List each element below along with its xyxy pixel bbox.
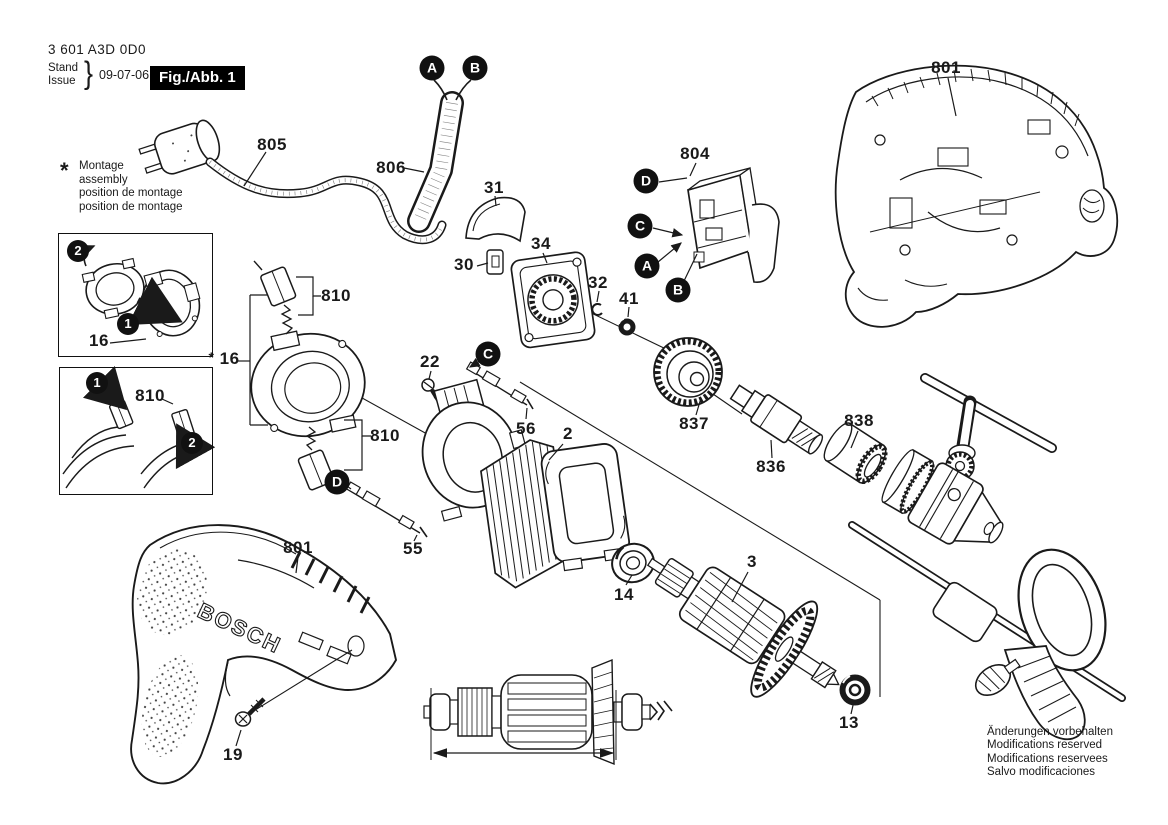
part-label-805-cord: 805	[257, 135, 287, 154]
housing-bottom-drawing: BOSCH	[130, 524, 398, 785]
power-cord-drawing	[138, 119, 447, 245]
montage-note-line: position de montage	[79, 200, 183, 213]
issue-label: Issue	[48, 75, 76, 87]
grommet-41-drawing	[618, 306, 636, 336]
step-2-inset2: 2	[181, 432, 203, 454]
part-label-801-housing-bottom: 801	[283, 538, 313, 557]
part-label-806-sleeve: 806	[376, 158, 406, 177]
switch-804-drawing	[652, 162, 780, 284]
modifications-line-en: Modifications reserved	[987, 739, 1103, 752]
housing-top-drawing	[834, 64, 1118, 328]
gear-837-drawing	[653, 337, 723, 416]
part-label-41-grommet: 41	[619, 289, 639, 308]
part-label-801-housing-top: 801	[931, 58, 961, 77]
wire-55-drawing	[345, 481, 428, 542]
callout-a-cord: A	[419, 55, 445, 81]
chuck-drawing	[881, 448, 1004, 545]
figure-label: Fig./Abb. 1	[150, 66, 245, 90]
montage-note-line: Montage	[79, 160, 124, 172]
modifications-line-es: Salvo modificaciones	[987, 766, 1096, 779]
ring-32-drawing	[591, 290, 603, 316]
issue-date: 09-07-06	[99, 68, 150, 82]
chuck-key-drawing	[920, 373, 1057, 513]
aux-handle-drawing	[932, 548, 1107, 741]
cord-sleeve-drawing	[403, 79, 472, 233]
inset-box-brush-steps	[59, 367, 213, 495]
star-16-number: 16	[219, 349, 240, 368]
bearing-plate-34-drawing	[510, 251, 596, 349]
montage-note: Montage assembly position de montage pos…	[79, 160, 183, 214]
cap-31-drawing	[465, 195, 526, 275]
spindle-836-drawing	[729, 384, 824, 459]
screw-19-drawing	[234, 697, 266, 747]
part-label-837-gear: 837	[679, 414, 709, 433]
part-label-3-armature: 3	[747, 552, 757, 571]
callout-a-switch: A	[634, 253, 660, 279]
step-2-inset1: 2	[67, 240, 89, 262]
part-label-810-inset: 810	[135, 386, 165, 405]
part-label-13-bearing: 13	[839, 713, 859, 732]
part-label-838-ring-gear: 838	[844, 411, 874, 430]
montage-note-star: *	[60, 158, 69, 183]
part-label-56-wire: 56	[516, 419, 536, 438]
callout-d-wire: D	[324, 469, 350, 495]
armature-3-drawing	[646, 557, 840, 698]
callout-b-switch: B	[665, 277, 691, 303]
part-label-16-inset: 16	[89, 331, 109, 350]
brace-glyph: }	[84, 55, 94, 91]
part-label-30-lever: 30	[454, 255, 474, 274]
star-prefix: *	[208, 349, 215, 365]
part-label-31-cap: 31	[484, 178, 504, 197]
wire-56-drawing	[465, 357, 534, 420]
modifications-line-fr: Modifications reservees	[987, 752, 1108, 765]
part-label-2-stator: 2	[563, 424, 573, 443]
part-label-810-brush-lower: 810	[370, 426, 400, 445]
stand-label: Stand	[48, 62, 79, 74]
callout-b-cord: B	[462, 55, 488, 81]
armature-side-view-drawing	[423, 658, 673, 766]
ring-gear-838-drawing	[823, 422, 888, 485]
inset-1-drawing	[79, 245, 201, 344]
callout-d-switch: D	[633, 168, 659, 194]
part-label-14-bearing: 14	[614, 585, 634, 604]
document-part-number: 3 601 A3D 0D0	[48, 42, 147, 57]
modifications-line-de: Änderungen vorbehalten	[987, 726, 1113, 738]
part-label-34-plate: 34	[531, 234, 551, 253]
bearing-13-drawing	[839, 674, 871, 715]
bearing-14-drawing	[611, 542, 655, 586]
callout-c-switch: C	[627, 213, 653, 239]
modifications-notice: Änderungen vorbehalten Modifications res…	[987, 726, 1113, 780]
part-label-19-screw: 19	[223, 745, 243, 764]
part-label-22-screw: 22	[420, 352, 440, 371]
part-label-810-brush-upper: 810	[321, 286, 351, 305]
montage-note-line: assembly	[79, 173, 128, 186]
stator-2-drawing	[480, 439, 631, 589]
part-label-804-switch: 804	[680, 144, 710, 163]
brush-plate-drawing	[238, 260, 371, 491]
step-1-inset2: 1	[86, 372, 108, 394]
stand-issue-block: Stand Issue	[48, 62, 78, 88]
callout-c-wire: C	[475, 341, 501, 367]
part-label-836-spindle: 836	[756, 457, 786, 476]
part-label-star-16: * 16	[208, 349, 239, 369]
montage-note-line: position de montage	[79, 187, 183, 199]
part-label-32-ring: 32	[588, 273, 608, 292]
inset-box-brush-rings	[58, 233, 213, 357]
part-label-55-wire: 55	[403, 539, 423, 558]
step-1-inset1: 1	[117, 313, 139, 335]
